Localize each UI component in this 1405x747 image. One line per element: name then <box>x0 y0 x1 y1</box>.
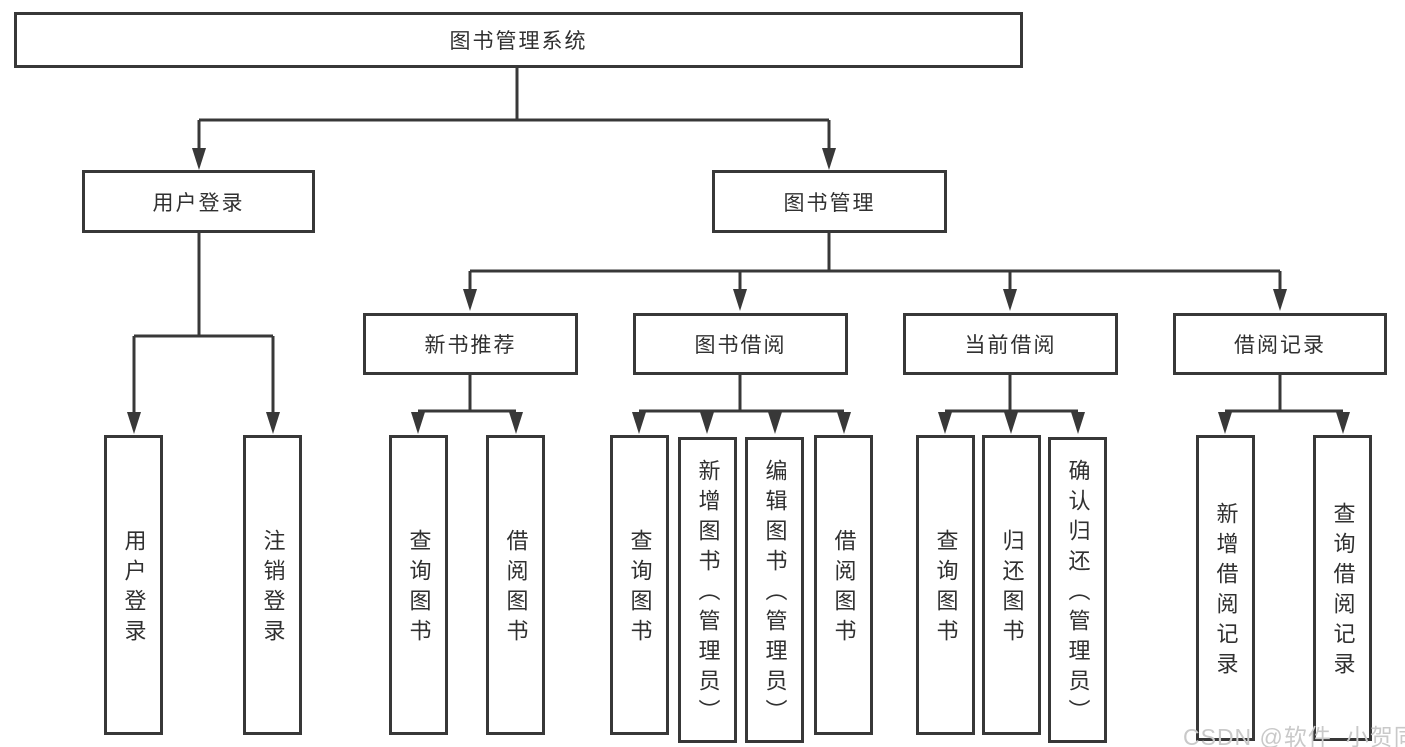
connector-book-borrow-children <box>632 375 851 434</box>
leaf-borrow-books-2: 借阅图书 <box>814 435 873 735</box>
node-book-borrow: 图书借阅 <box>633 313 848 375</box>
leaf-label: 归还图书 <box>999 529 1025 649</box>
leaf-query-books-1: 查询图书 <box>389 435 448 735</box>
node-label: 当前借阅 <box>964 334 1057 357</box>
node-label: 图书管理 <box>783 191 876 215</box>
node-current-borrow: 当前借阅 <box>903 313 1118 375</box>
leaf-add-book-admin: 新增图书（管理员） <box>678 437 737 743</box>
leaf-label: 用户登录 <box>121 529 147 649</box>
connector-user-login-children <box>127 233 280 434</box>
leaf-logout: 注销登录 <box>243 435 302 735</box>
csdn-watermark: CSDN @软件_小贺同学 <box>1183 724 1405 747</box>
leaf-query-books-3: 查询图书 <box>916 435 975 735</box>
leaf-label: 借阅图书 <box>503 529 529 649</box>
connector-current-borrow-children <box>938 375 1085 434</box>
leaf-label: 确认归还（管理员） <box>1065 459 1091 729</box>
node-borrow-records: 借阅记录 <box>1173 313 1387 375</box>
leaf-label: 注销登录 <box>260 529 286 649</box>
leaf-confirm-return-admin: 确认归还（管理员） <box>1048 437 1107 743</box>
connector-new-book-children <box>411 375 523 434</box>
leaf-label: 查询借阅记录 <box>1330 502 1356 682</box>
leaf-label: 新增借阅记录 <box>1213 502 1239 682</box>
leaf-label: 查询图书 <box>406 529 432 649</box>
node-label: 图书管理系统 <box>449 30 588 53</box>
node-book-management: 图书管理 <box>712 170 947 233</box>
node-label: 用户登录 <box>152 191 245 215</box>
leaf-add-borrow-record: 新增借阅记录 <box>1196 435 1255 741</box>
connector-root-to-level1 <box>192 68 836 170</box>
node-label: 图书借阅 <box>694 334 787 357</box>
connector-book-management-children <box>463 233 1287 311</box>
leaf-borrow-books-1: 借阅图书 <box>486 435 545 735</box>
leaf-query-borrow-record: 查询借阅记录 <box>1313 435 1372 741</box>
leaf-label: 编辑图书（管理员） <box>762 459 788 729</box>
leaf-user-login: 用户登录 <box>104 435 163 735</box>
node-label: 借阅记录 <box>1234 334 1326 357</box>
leaf-label: 查询图书 <box>627 529 653 649</box>
leaf-query-books-2: 查询图书 <box>610 435 669 735</box>
node-user-login: 用户登录 <box>82 170 315 233</box>
leaf-label: 借阅图书 <box>831 529 857 649</box>
node-label: 新书推荐 <box>424 334 517 357</box>
leaf-edit-book-admin: 编辑图书（管理员） <box>745 437 804 743</box>
leaf-label: 查询图书 <box>933 529 959 649</box>
leaf-label: 新增图书（管理员） <box>695 459 721 729</box>
leaf-return-book: 归还图书 <box>982 435 1041 735</box>
node-new-book-recommend: 新书推荐 <box>363 313 578 375</box>
node-library-system: 图书管理系统 <box>14 12 1023 68</box>
connector-borrow-records-children <box>1218 375 1350 434</box>
